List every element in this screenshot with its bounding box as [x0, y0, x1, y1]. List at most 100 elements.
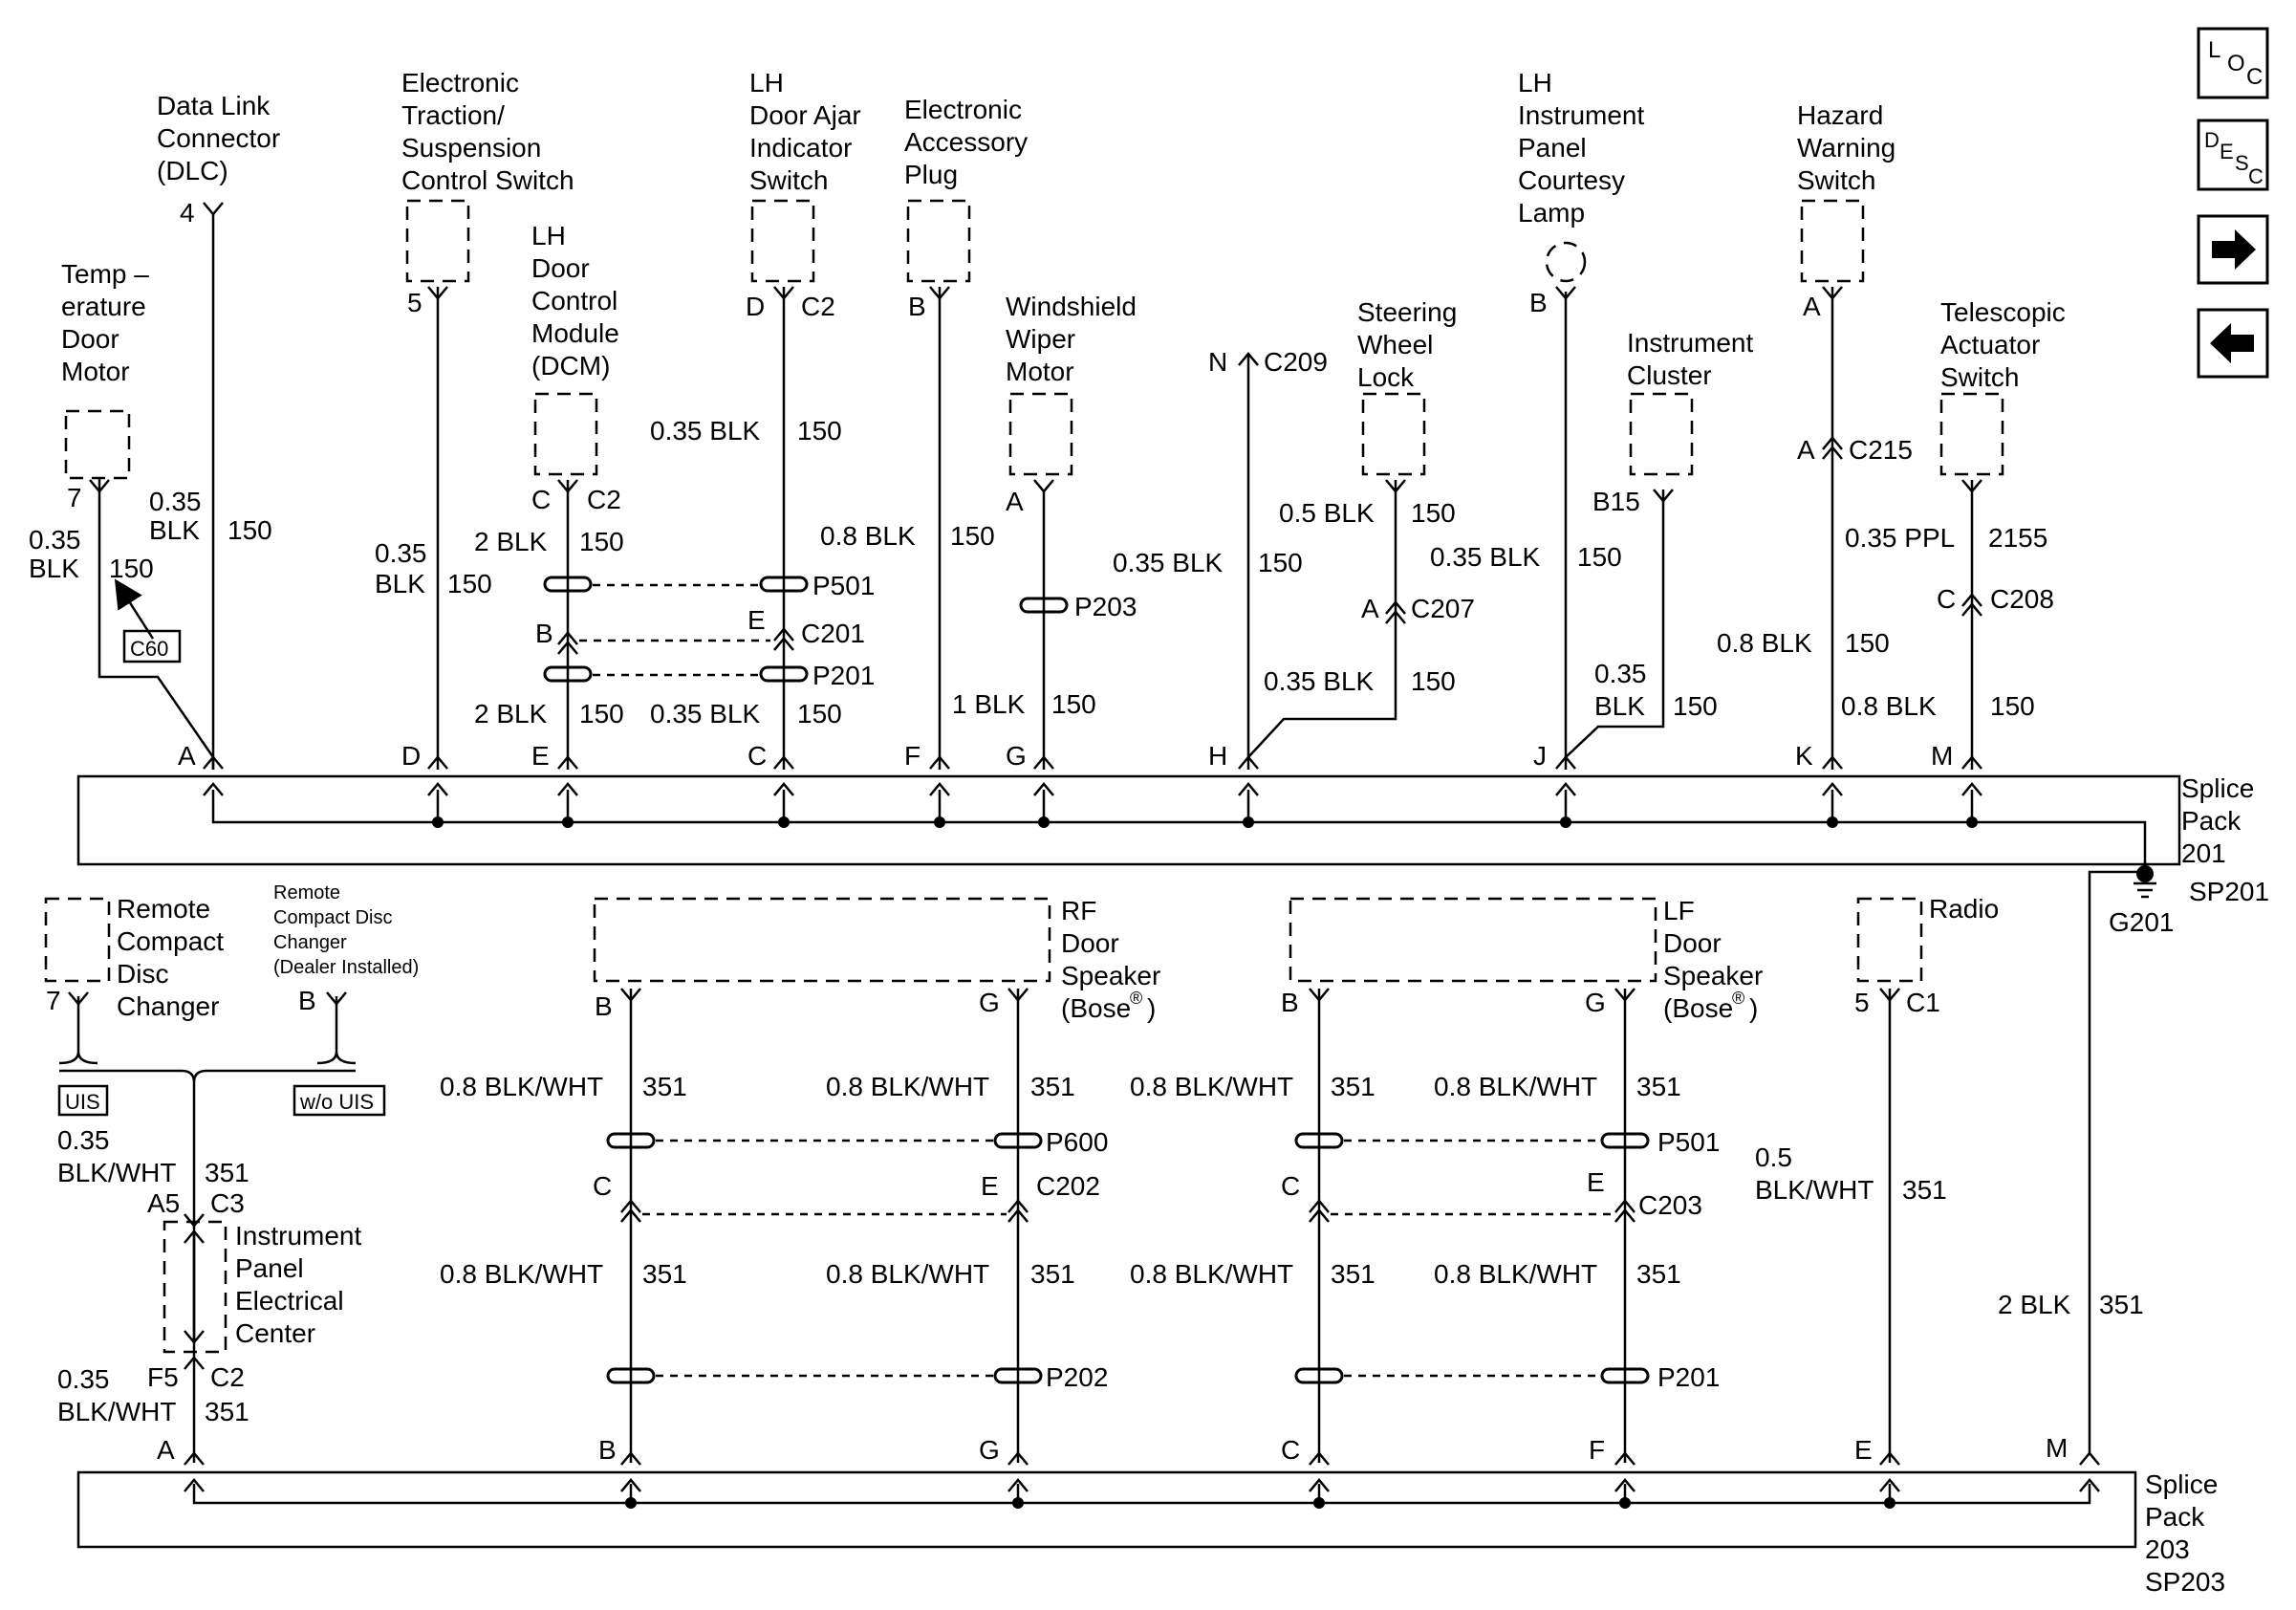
svg-text:®: ®: [1732, 989, 1744, 1008]
svg-text:Wiper: Wiper: [1006, 324, 1075, 354]
svg-text:B: B: [1281, 988, 1299, 1017]
cd-changer-box: [44, 897, 111, 983]
svg-text:E: E: [747, 605, 766, 635]
svg-text:201: 201: [2181, 838, 2226, 868]
svg-text:L: L: [2208, 37, 2220, 63]
cd-changer: Remote Compact Disc Changer 7: [46, 894, 224, 1021]
svg-text:Connector: Connector: [157, 123, 280, 153]
svg-text:LH: LH: [1518, 68, 1552, 98]
svg-text:150: 150: [1258, 548, 1303, 577]
lf-speaker-box: [1289, 897, 1657, 983]
svg-text:A: A: [1797, 435, 1815, 465]
svg-text:351: 351: [642, 1259, 687, 1289]
svg-text:P203: P203: [1074, 592, 1137, 621]
svg-text:150: 150: [797, 699, 842, 729]
svg-text:Cluster: Cluster: [1627, 360, 1712, 390]
svg-text:351: 351: [1331, 1072, 1375, 1101]
desc-button[interactable]: D E S C: [2197, 119, 2269, 191]
svg-text:Switch: Switch: [1940, 362, 2019, 392]
svg-text:351: 351: [205, 1397, 249, 1426]
svg-text:Splice: Splice: [2145, 1469, 2218, 1499]
lh-door-ajar: LH Door Ajar Indicator Switch D C2 0.35 …: [650, 68, 875, 729]
svg-text:150: 150: [1673, 691, 1718, 721]
svg-text:Door: Door: [531, 253, 590, 283]
svg-text:0.35 BLK: 0.35 BLK: [650, 699, 761, 729]
svg-text:A: A: [1361, 594, 1379, 623]
svg-text:Disc: Disc: [117, 959, 168, 989]
svg-text:150: 150: [227, 515, 272, 545]
loc-button[interactable]: L O C: [2197, 27, 2269, 99]
rf-speaker-box: [593, 897, 1051, 983]
svg-text:0.8 BLK/WHT: 0.8 BLK/WHT: [826, 1072, 989, 1101]
svg-text:Instrument: Instrument: [235, 1221, 361, 1251]
svg-text:150: 150: [1990, 691, 2035, 721]
svg-text:Accessory: Accessory: [904, 127, 1028, 157]
svg-text:E: E: [531, 741, 550, 771]
svg-text:F: F: [1589, 1435, 1605, 1465]
svg-text:E: E: [2220, 140, 2234, 163]
svg-text:P501: P501: [1657, 1127, 1720, 1157]
accessory-plug: Electronic Accessory Plug B 0.8 BLK 150 …: [820, 95, 1096, 719]
lh-dcm: LH Door Control Module (DCM) C C2 2 BLK …: [474, 221, 624, 729]
splice-pack-201-bus: [211, 790, 2147, 872]
svg-text:C3: C3: [210, 1188, 245, 1218]
svg-text:Module: Module: [531, 318, 619, 348]
svg-text:Motor: Motor: [61, 357, 130, 386]
instrument-cluster-box: [1629, 392, 1694, 476]
svg-text:Wheel: Wheel: [1357, 330, 1433, 359]
svg-text:150: 150: [579, 527, 624, 556]
svg-text:O: O: [2227, 51, 2245, 76]
svg-text:Changer: Changer: [117, 991, 219, 1021]
svg-text:150: 150: [1845, 628, 1890, 658]
splice-pack-201-pins: A D E C F G H J K M: [178, 741, 1953, 771]
hazard-switch-box: [1800, 199, 1865, 283]
svg-text:0.8 BLK: 0.8 BLK: [820, 521, 916, 551]
svg-text:150: 150: [1411, 498, 1456, 528]
svg-text:Electrical: Electrical: [235, 1286, 344, 1316]
svg-text:0.35: 0.35: [1594, 659, 1647, 688]
rf-speaker: RF Door Speaker (Bose ® ) B G 0.8 BLK/WH…: [440, 896, 1160, 1392]
svg-text:Compact: Compact: [117, 926, 224, 956]
svg-text:351: 351: [1636, 1259, 1681, 1289]
back-button[interactable]: [2197, 308, 2269, 379]
ip-wire-upper: 0.35 BLK/WHT 351: [57, 1125, 249, 1187]
temp-door-motor-box: [64, 409, 131, 480]
svg-text:Door Ajar: Door Ajar: [749, 100, 861, 130]
svg-text:Control: Control: [531, 286, 617, 315]
svg-text:A: A: [1803, 292, 1821, 321]
cd-changer-dealer: Remote Compact Disc Changer (Dealer Inst…: [273, 882, 419, 1015]
svg-text:E: E: [981, 1171, 999, 1201]
svg-text:B15: B15: [1592, 487, 1640, 516]
svg-text:G: G: [1585, 988, 1606, 1017]
ground-wire: 2 BLK 351: [1998, 1290, 2144, 1319]
svg-text:M: M: [2046, 1433, 2068, 1463]
svg-text:J: J: [1533, 741, 1547, 771]
svg-text:Data Link: Data Link: [157, 91, 271, 120]
svg-text:C1: C1: [1906, 988, 1940, 1017]
svg-text:LH: LH: [749, 68, 784, 98]
svg-text:(Dealer Installed): (Dealer Installed): [273, 957, 419, 978]
svg-text:Splice: Splice: [2181, 773, 2254, 803]
svg-text:Suspension: Suspension: [401, 133, 541, 163]
svg-text:C: C: [1281, 1435, 1300, 1465]
hazard-switch: Hazard Warning Switch A A C215 0.35 PPL …: [1717, 100, 2047, 721]
forward-button[interactable]: [2197, 214, 2269, 285]
svg-text:F5: F5: [147, 1362, 179, 1392]
svg-text:Switch: Switch: [749, 165, 828, 195]
svg-text:150: 150: [797, 416, 842, 446]
steering-lock-box: [1361, 392, 1426, 476]
svg-text:351: 351: [1902, 1175, 1947, 1205]
splice-pack-203-bus: [192, 1484, 2091, 1505]
wo-uis-tag: [292, 1084, 386, 1117]
svg-text:Remote: Remote: [117, 894, 210, 924]
svg-text:C: C: [2248, 164, 2264, 188]
svg-text:0.8 BLK: 0.8 BLK: [1717, 628, 1812, 658]
svg-text:C2: C2: [801, 292, 835, 321]
svg-text:150: 150: [1411, 666, 1456, 696]
svg-text:(Bose: (Bose: [1061, 993, 1131, 1023]
svg-text:203: 203: [2145, 1534, 2190, 1564]
splice-pack-201-label: Splice Pack 201 SP201 G201: [2109, 773, 2269, 937]
svg-text:LF: LF: [1663, 896, 1695, 925]
svg-text:E: E: [1587, 1167, 1605, 1197]
